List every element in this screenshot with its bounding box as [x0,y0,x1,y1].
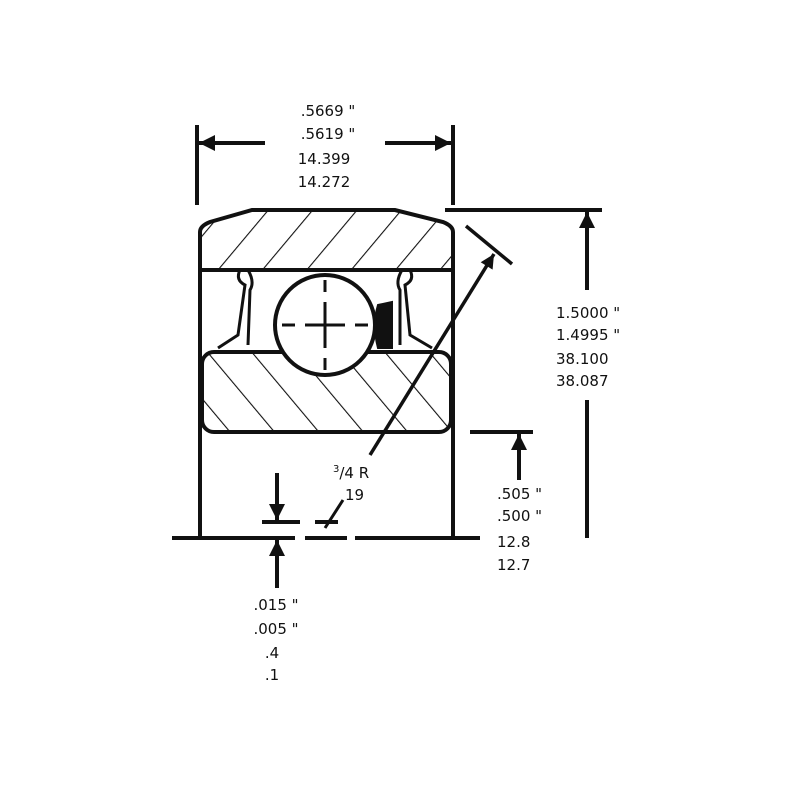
width-min-in: .5619 " [300,125,356,143]
od-max-in: 1.5000 " [556,304,621,322]
radius-mm: 19 [345,486,365,504]
width-min-mm: 14.272 [297,173,351,191]
radius-fraction-denominator: /4 R [339,464,370,482]
height-max-in: .505 " [497,485,543,503]
height-min-in: .500 " [497,507,543,525]
radius-fraction-numerator: 3 [333,464,340,475]
width-max-in: .5669 " [300,102,356,120]
od-max-mm: 38.100 [556,350,609,368]
height-max-mm: 12.8 [497,533,531,551]
offset-min-in: .005 " [253,620,299,638]
width-max-mm: 14.399 [297,150,351,168]
od-min-mm: 38.087 [556,372,609,390]
left-seal [217,269,247,350]
right-seal [403,269,433,350]
offset-min-mm: .1 [264,666,280,684]
height-min-mm: 12.7 [497,556,531,574]
offset-max-mm: .4 [264,644,280,662]
od-min-in: 1.4995 " [556,326,621,344]
radius-label: 3/4 R [333,465,369,481]
outer-ring [198,208,455,538]
offset-max-in: .015 " [253,596,299,614]
